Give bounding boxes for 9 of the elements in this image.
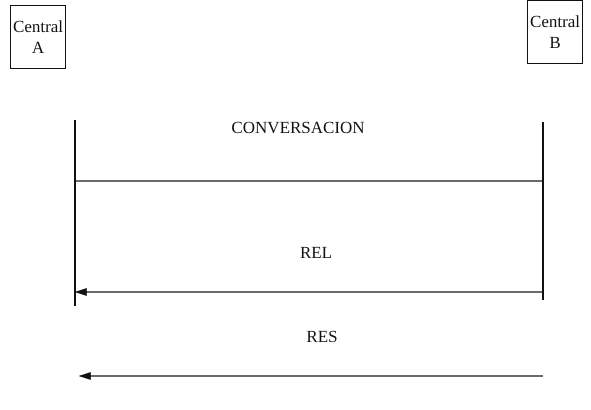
lifeline bbox=[542, 122, 544, 300]
message-label: REL bbox=[300, 243, 332, 263]
entity-box: Central B bbox=[527, 0, 583, 64]
message-arrow bbox=[75, 288, 542, 296]
message-line bbox=[76, 180, 542, 182]
lifeline bbox=[74, 120, 76, 306]
message-label: RES bbox=[306, 327, 338, 347]
entity-box: Central A bbox=[10, 5, 66, 69]
message-label: CONVERSACION bbox=[231, 118, 365, 138]
